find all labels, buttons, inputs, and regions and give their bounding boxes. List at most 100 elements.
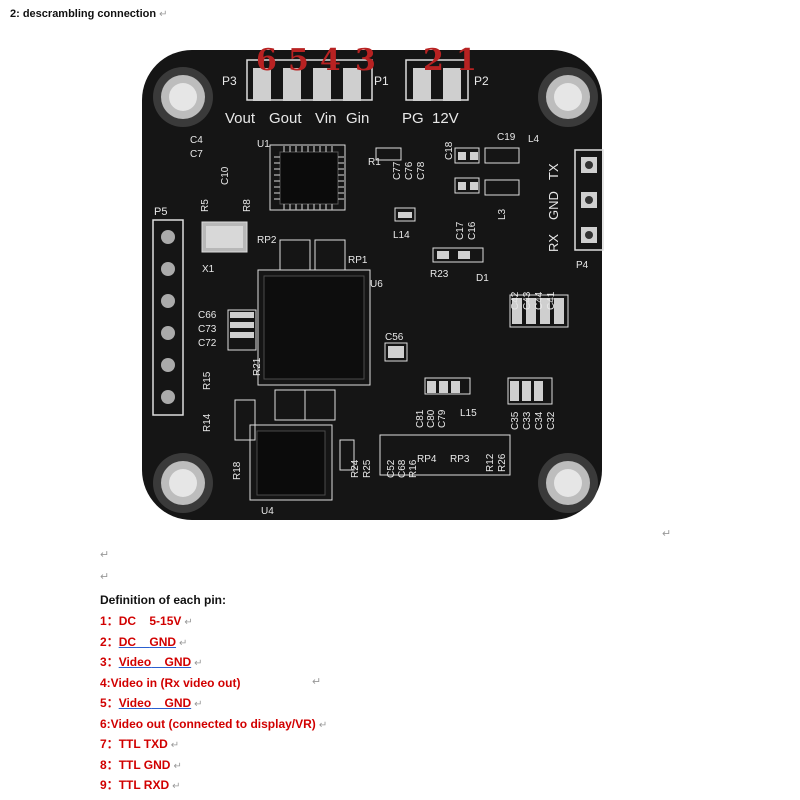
label-c4: C4 xyxy=(190,135,203,146)
label-r1: R1 xyxy=(368,157,381,168)
label-pg: PG xyxy=(402,110,424,127)
label-c56: C56 xyxy=(385,332,404,343)
pin-def-num: 2： xyxy=(100,634,119,649)
pin-definitions: Definition of each pin: 1：DC 5-15V↵ 2：DC… xyxy=(100,593,327,796)
label-d1: D1 xyxy=(476,273,489,284)
pcb-photo: P3 P1 P2 6 5 4 3 2 1 7 8 9 Vout Gout Vin… xyxy=(140,40,649,522)
label-12v: 12V xyxy=(432,110,459,127)
return-mark: ↵ xyxy=(173,760,182,772)
pin-number-3: 3 xyxy=(355,43,376,78)
pin-def-part: DC xyxy=(118,614,137,628)
label-r24: R24 xyxy=(350,459,361,478)
label-gin: Gin xyxy=(346,110,369,127)
chip-u1 xyxy=(269,144,346,211)
label-c44: C44 xyxy=(534,291,545,310)
pin-def-part: 5-15V xyxy=(149,614,182,628)
pin-def-text: 4:Video in (Rx video out) xyxy=(100,675,241,690)
pin-def-6: 6:Video out (connected to display/VR)↵ xyxy=(100,714,327,735)
label-r23: R23 xyxy=(430,269,449,280)
label-rx: RX xyxy=(546,234,561,252)
label-l4: L4 xyxy=(528,134,540,145)
label-c10: C10 xyxy=(220,166,231,185)
pin-def-num: 3： xyxy=(100,655,119,669)
label-c72: C72 xyxy=(198,338,217,349)
label-c80: C80 xyxy=(426,409,437,428)
pin-def-1: 1：DC 5-15V↵ xyxy=(100,611,327,632)
pin-def-part: TTL GND xyxy=(118,757,171,772)
return-mark: ↵ xyxy=(100,571,110,583)
pin-definitions-title: Definition of each pin: xyxy=(100,593,226,607)
label-c73: C73 xyxy=(198,324,217,335)
label-rp2: RP2 xyxy=(257,235,277,246)
chip-u6 xyxy=(257,269,371,386)
mounting-holes xyxy=(153,67,598,513)
label-c77: C77 xyxy=(392,161,403,180)
label-r14: R14 xyxy=(202,413,213,432)
return-mark: ↵ xyxy=(662,528,672,540)
pin-number-6: 6 xyxy=(256,43,277,78)
pcb-board: P3 P1 P2 6 5 4 3 2 1 7 8 9 Vout Gout Vin… xyxy=(140,40,649,522)
label-c17: C17 xyxy=(455,221,466,240)
label-c66: C66 xyxy=(198,310,217,321)
label-p2: P2 xyxy=(474,74,489,88)
label-c42: C42 xyxy=(510,291,521,310)
pin-number-2: 2 xyxy=(423,43,444,78)
return-mark: ↵ xyxy=(159,9,168,20)
label-c78: C78 xyxy=(416,161,427,180)
label-rp3: RP3 xyxy=(450,454,470,465)
label-c18: C18 xyxy=(444,141,455,160)
label-vin: Vin xyxy=(315,110,336,127)
pin-def-part: GND xyxy=(164,655,192,669)
pin-number-1: 1 xyxy=(456,43,477,78)
label-l14: L14 xyxy=(393,230,410,241)
return-mark: ↵ xyxy=(170,740,180,751)
return-mark: ↵ xyxy=(312,676,322,688)
label-rp4: RP4 xyxy=(417,454,437,465)
label-c68: C68 xyxy=(397,459,408,478)
pin-def-num: 9： xyxy=(100,778,119,792)
label-p1: P1 xyxy=(374,74,389,88)
section-heading-text: 2: descrambling connection xyxy=(10,8,157,20)
label-u4: U4 xyxy=(261,506,274,517)
label-r21: R21 xyxy=(252,357,263,376)
pin-def-part: TTL TXD xyxy=(118,737,168,751)
pin-def-5: 5：Video GND↵ xyxy=(100,693,327,714)
pin-def-num: 8： xyxy=(100,757,119,772)
pin-def-4: 4:Video in (Rx video out) xyxy=(100,673,327,694)
return-mark: ↵ xyxy=(194,699,203,710)
label-l15: L15 xyxy=(460,408,477,419)
label-gout: Gout xyxy=(269,110,302,127)
label-c81: C81 xyxy=(415,409,426,428)
pin-number-5: 5 xyxy=(288,43,309,78)
connector-p5: P5 xyxy=(152,206,184,416)
label-c76: C76 xyxy=(404,161,415,180)
label-rp1: RP1 xyxy=(348,255,368,266)
pin-def-2: 2：DC GND↵ xyxy=(100,632,327,653)
pin-def-part: Video xyxy=(118,696,152,710)
label-c19: C19 xyxy=(497,132,516,143)
return-mark: ↵ xyxy=(194,658,203,669)
label-c32: C32 xyxy=(546,411,557,430)
label-r5: R5 xyxy=(200,199,211,212)
label-u6: U6 xyxy=(370,279,383,290)
label-r16: R16 xyxy=(408,459,419,478)
pin-def-text: 6:Video out (connected to display/VR) xyxy=(100,716,316,731)
pin-number-4: 4 xyxy=(320,43,341,78)
label-r15: R15 xyxy=(202,371,213,390)
pin-def-part: GND xyxy=(149,634,177,649)
label-c34: C34 xyxy=(534,411,545,430)
label-p4: P4 xyxy=(576,260,589,271)
label-c35: C35 xyxy=(510,411,521,430)
label-c7: C7 xyxy=(190,149,203,160)
pin-def-part: GND xyxy=(164,696,192,710)
pin-def-part: TTL RXD xyxy=(118,778,170,792)
return-mark: ↵ xyxy=(179,637,188,649)
pin-def-7: 7：TTL TXD↵ xyxy=(100,734,327,755)
label-r18: R18 xyxy=(232,461,243,480)
label-c33: C33 xyxy=(522,411,533,430)
return-mark: ↵ xyxy=(318,719,328,731)
label-c43: C43 xyxy=(522,291,533,310)
label-r12: R12 xyxy=(485,453,496,472)
label-c79: C79 xyxy=(437,409,448,428)
return-mark: ↵ xyxy=(100,549,110,561)
